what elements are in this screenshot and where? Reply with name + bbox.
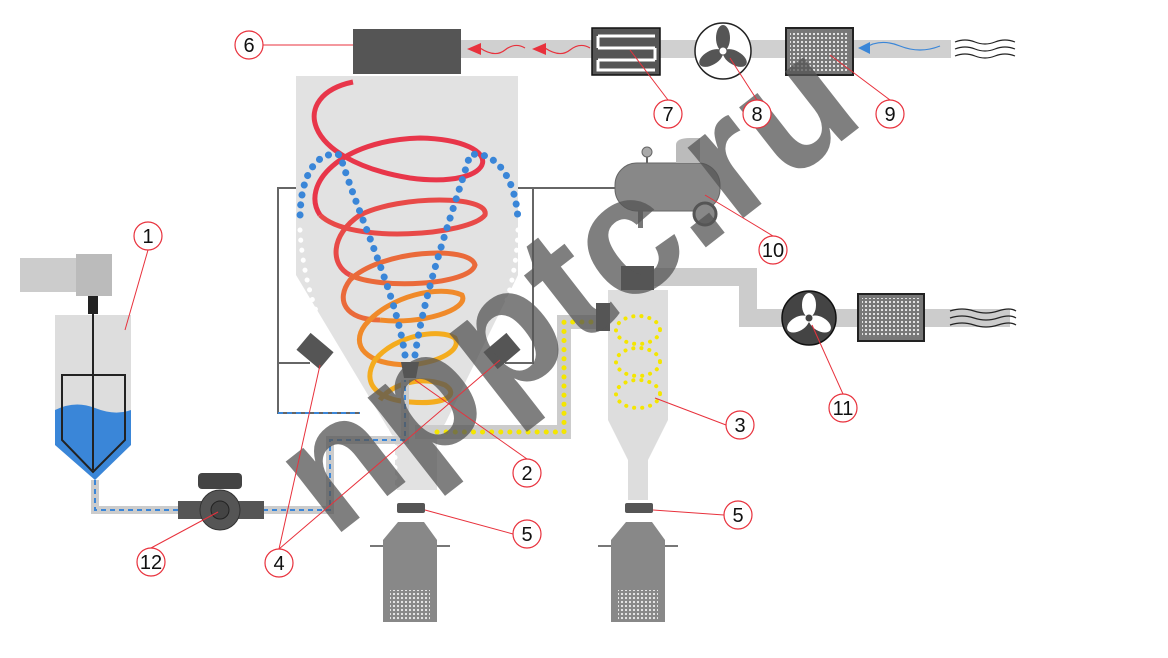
inlet-filter — [785, 27, 854, 76]
collector-cyclone — [598, 503, 678, 622]
spray-droplets — [296, 150, 522, 359]
cyclone — [596, 290, 668, 500]
atomizer-nozzle — [401, 362, 419, 378]
arrow-icon — [858, 42, 870, 54]
callout-10: 10 — [758, 235, 788, 265]
arrow-icon — [532, 43, 546, 55]
svg-text:1: 1 — [142, 226, 153, 248]
callout-6: 6 — [234, 30, 264, 60]
powder-particles — [297, 227, 521, 493]
exhaust-fan-icon — [781, 290, 837, 346]
svg-text:5: 5 — [732, 505, 743, 527]
product-nozzle-left — [296, 332, 334, 370]
callout-7: 7 — [653, 99, 683, 129]
callout-8: 8 — [742, 99, 772, 129]
svg-text:3: 3 — [734, 415, 745, 437]
svg-text:11: 11 — [833, 398, 854, 420]
heater — [591, 27, 661, 76]
hot-air-flow-icon — [479, 44, 591, 55]
feed-pump — [178, 473, 264, 531]
air-distributor — [353, 29, 461, 74]
callout-2: 2 — [512, 458, 542, 488]
callout-11: 11 — [828, 393, 858, 423]
feed-tank — [20, 254, 131, 480]
callouts: 6 7 8 9 10 1 11 3 2 5 5 4 12 — [133, 30, 905, 578]
callout-5b: 5 — [723, 500, 753, 530]
air-lines — [277, 187, 615, 414]
collector-main — [370, 503, 450, 622]
air-compressor — [614, 138, 721, 228]
svg-text:6: 6 — [243, 35, 254, 57]
svg-text:12: 12 — [140, 552, 162, 574]
svg-text:9: 9 — [884, 104, 895, 126]
exhaust-air-arrows-icon — [949, 308, 1017, 328]
svg-text:4: 4 — [273, 553, 284, 575]
hot-air-spiral — [311, 79, 488, 406]
svg-text:10: 10 — [762, 240, 784, 262]
svg-text:7: 7 — [662, 104, 673, 126]
exhaust-filter — [857, 293, 925, 342]
svg-text:5: 5 — [521, 524, 532, 546]
callout-lines — [124, 44, 891, 550]
cold-air-flow-icon — [864, 41, 941, 51]
inlet-fan-icon — [694, 22, 752, 80]
svg-text:8: 8 — [751, 104, 762, 126]
callout-3: 3 — [725, 410, 755, 440]
arrow-icon — [467, 43, 481, 55]
callout-4: 4 — [264, 548, 294, 578]
callout-12: 12 — [136, 547, 166, 577]
feed-flow — [94, 380, 406, 511]
product-nozzle-right — [483, 332, 521, 370]
svg-text:2: 2 — [521, 463, 532, 485]
powder-flow — [434, 319, 603, 435]
cyclone-outlet — [621, 266, 654, 290]
callout-5: 5 — [512, 519, 542, 549]
callout-1: 1 — [133, 221, 163, 251]
inlet-air-arrows-icon — [954, 39, 1016, 59]
callout-9: 9 — [875, 99, 905, 129]
